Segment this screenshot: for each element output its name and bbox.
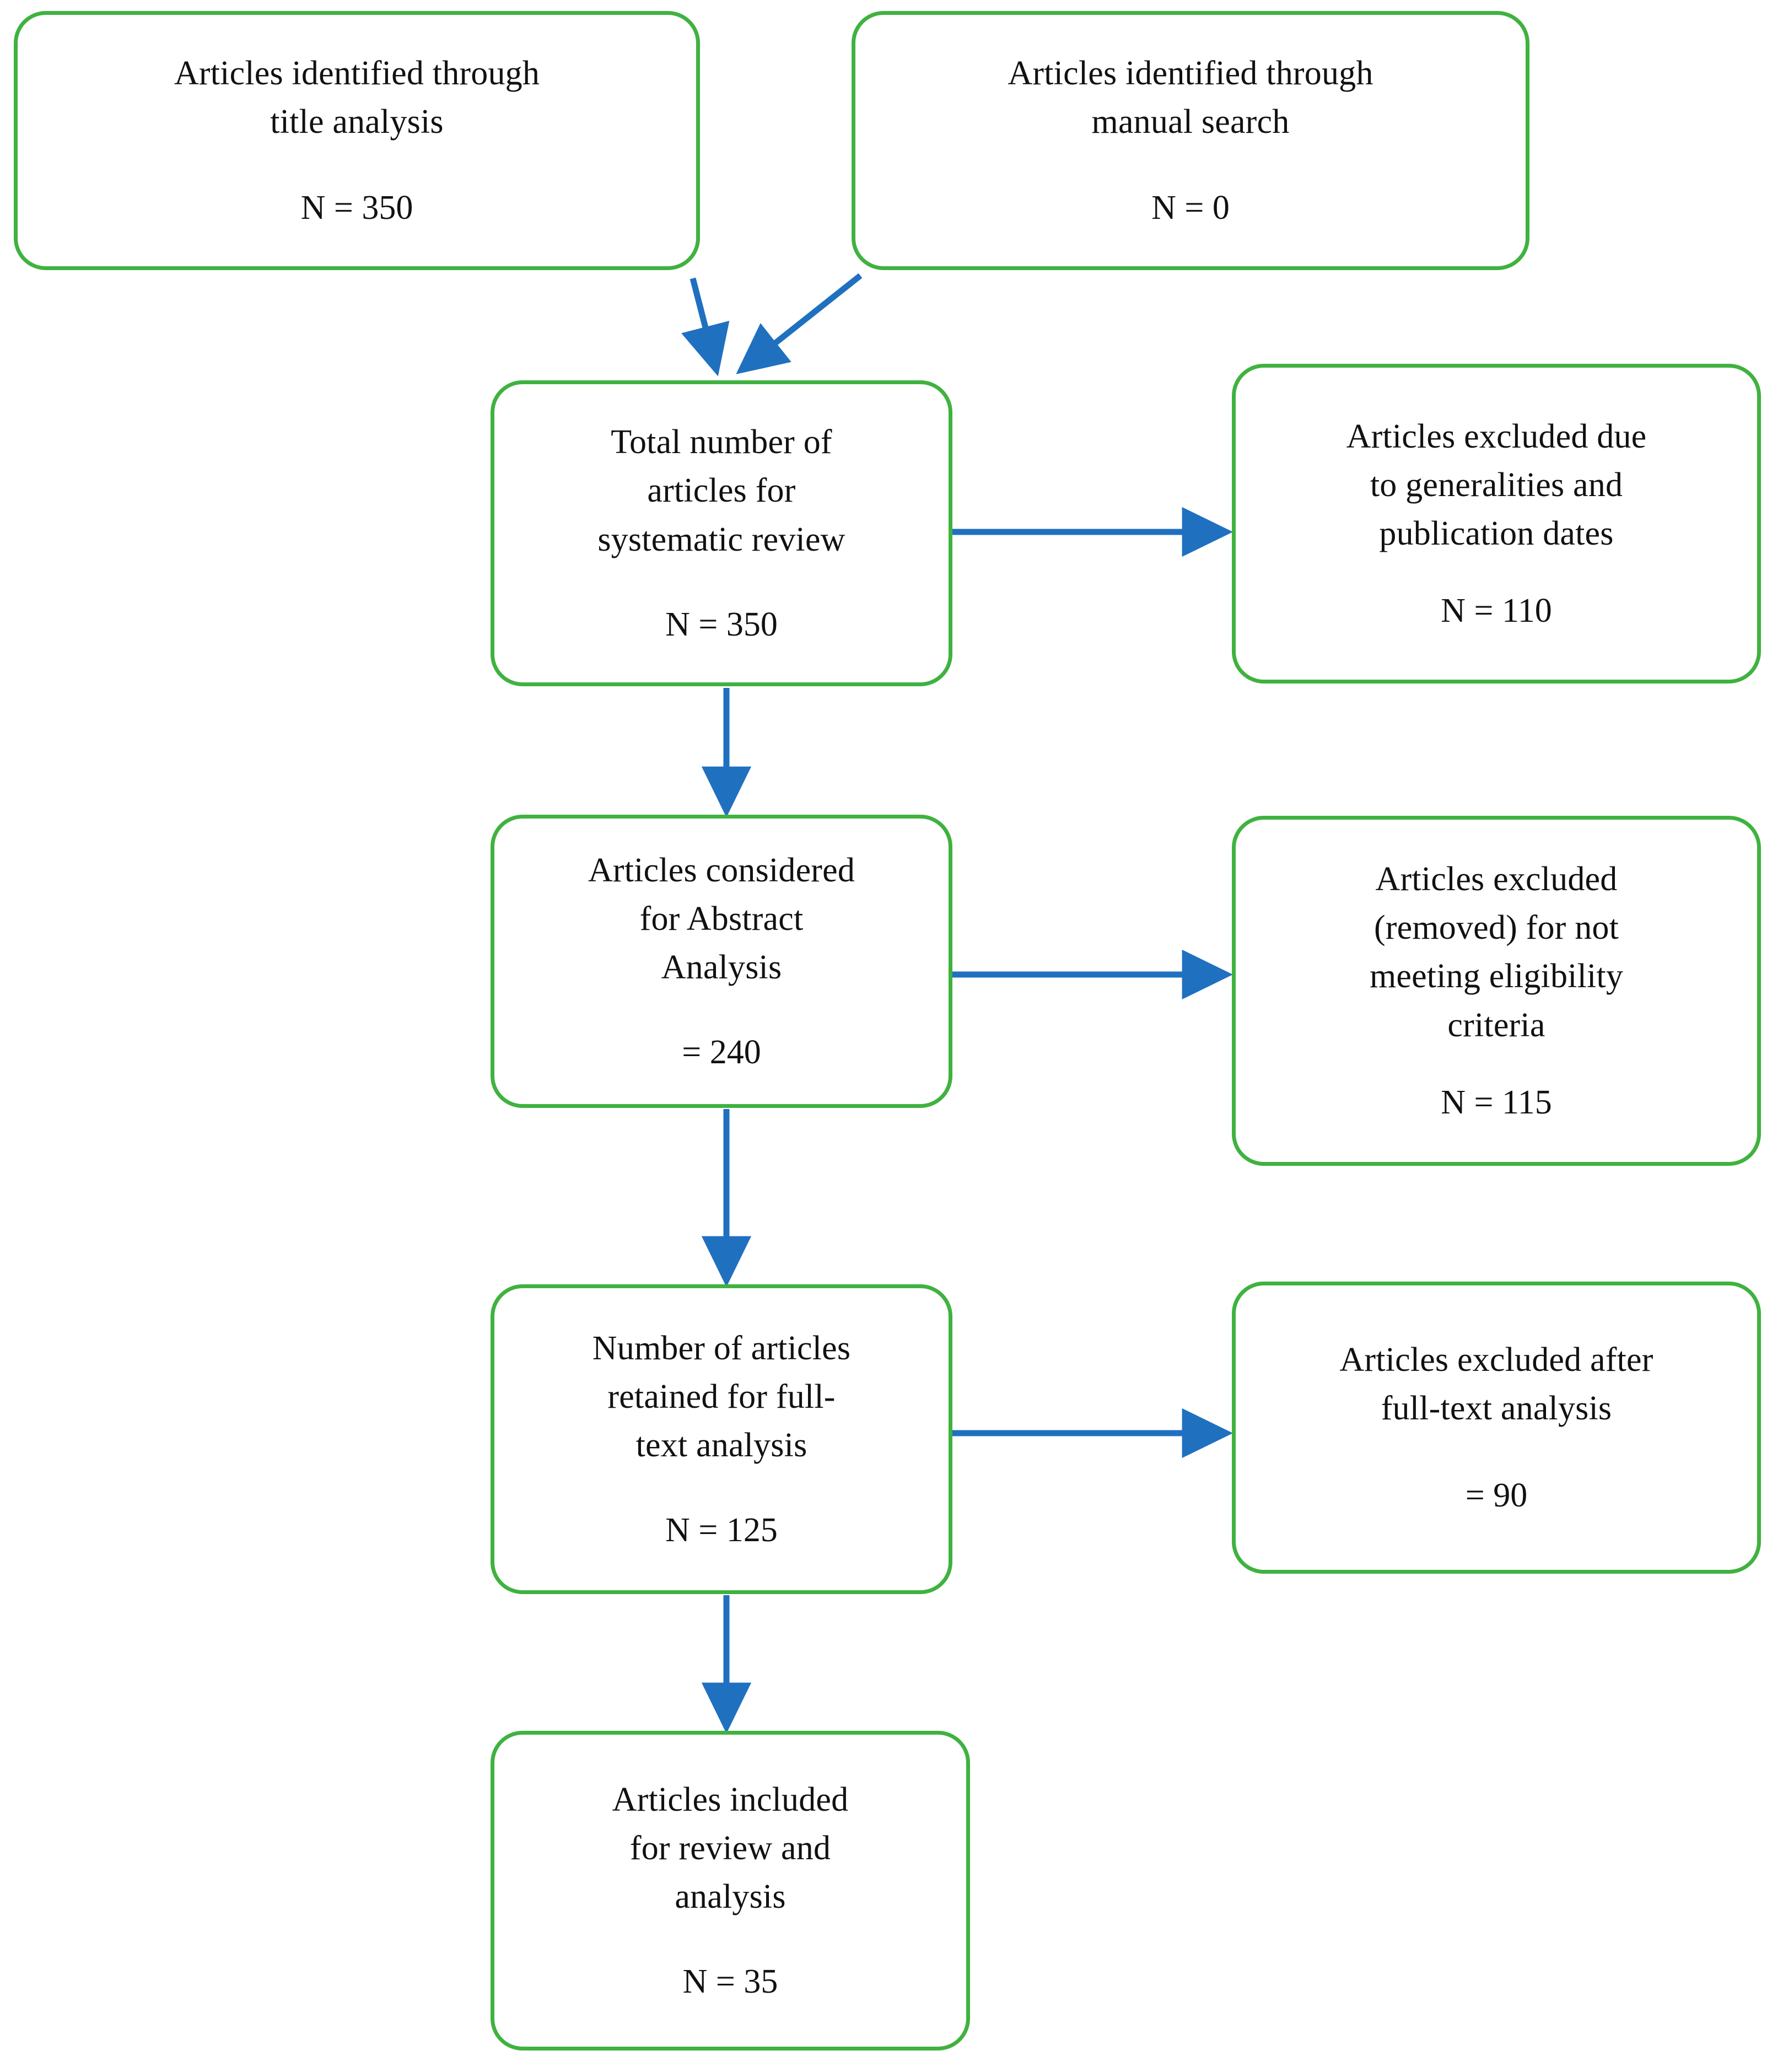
node-count: N = 0 (1151, 189, 1230, 227)
node-title: Number of articles retained for full- te… (592, 1329, 851, 1464)
node-count: = 240 (682, 1034, 761, 1072)
node-title: Articles excluded due to generalities an… (1346, 417, 1647, 552)
node-title: Articles identified through manual searc… (1008, 54, 1373, 141)
node-title: Total number of articles for systematic … (597, 423, 845, 558)
edge-manual-search-to-total (736, 273, 863, 374)
node-title: Articles considered for Abstract Analysi… (588, 851, 855, 986)
node-count: N = 125 (665, 1511, 778, 1549)
node-count: N = 350 (665, 605, 778, 643)
node-count: = 90 (1465, 1477, 1528, 1515)
node-articles-identified-manual-search: Articles identified through manual searc… (852, 11, 1529, 270)
node-title: Articles identified through title analys… (174, 54, 540, 141)
node-count: N = 350 (300, 189, 413, 227)
node-articles-included-review-analysis: Articles included for review and analysi… (491, 1731, 970, 2051)
node-total-articles-systematic-review: Total number of articles for systematic … (491, 380, 952, 686)
node-count: N = 110 (1441, 592, 1552, 630)
node-articles-retained-full-text-analysis: Number of articles retained for full- te… (491, 1284, 952, 1594)
node-articles-identified-title-analysis: Articles identified through title analys… (14, 11, 700, 270)
node-articles-considered-abstract-analysis: Articles considered for Abstract Analysi… (491, 815, 952, 1108)
node-count: N = 115 (1441, 1083, 1552, 1121)
node-title: Articles excluded after full-text analys… (1339, 1341, 1653, 1427)
edge-title-analysis-to-total (681, 277, 730, 376)
node-title: Articles included for review and analysi… (612, 1780, 849, 1915)
node-title: Articles excluded (removed) for not meet… (1369, 860, 1624, 1044)
node-count: N = 35 (682, 1963, 778, 2001)
node-articles-excluded-generalities: Articles excluded due to generalities an… (1232, 364, 1761, 684)
node-articles-excluded-after-full-text: Articles excluded after full-text analys… (1232, 1282, 1761, 1574)
node-articles-excluded-eligibility-criteria: Articles excluded (removed) for not meet… (1232, 816, 1761, 1166)
